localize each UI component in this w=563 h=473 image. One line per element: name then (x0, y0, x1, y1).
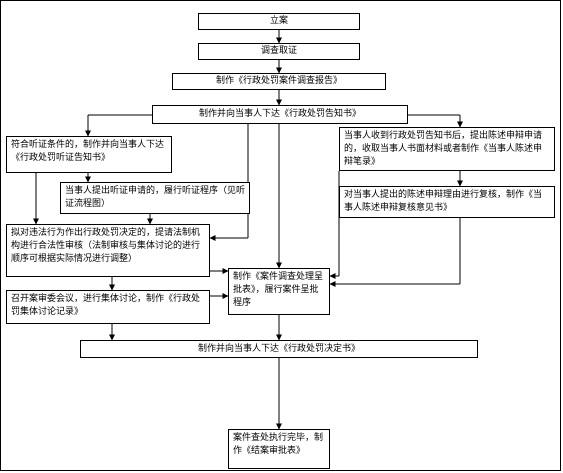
step-investigate: 调查取证 (198, 43, 360, 60)
step-investigation-report: 制作《行政处罚案件调查报告》 (172, 73, 386, 90)
step-statement-defense: 当事人收到行政处罚告知书后，提出陈述申辩申请的，收取当事人书面材料或者制作《当事… (339, 127, 555, 171)
step-collective-discussion: 召开案审委会议，进行集体讨论，制作《行政处罚集体讨论记录》 (6, 290, 210, 324)
step-penalty-decision: 制作并向当事人下达《行政处罚决定书》 (80, 340, 478, 358)
step-review-opinion: 对当事人提出的陈述申辩理由进行复核，制作《当事人陈述申辩复核意见书》 (339, 186, 555, 218)
step-approval-form: 制作《案件调查处理呈批表》，履行案件呈批程序 (228, 268, 330, 315)
step-legal-review: 拟对违法行为作出行政处罚决定的，提请法制机构进行合法性审核（法制审核与集体讨论的… (6, 224, 210, 277)
step-hearing-notice: 符合听证条件的，制作并向当事人下达《行政处罚听证告知书》 (6, 136, 172, 173)
step-hearing-procedure: 当事人提出听证申请的，履行听证程序（见听证流程图） (60, 182, 250, 214)
step-close-case: 案件查处执行完毕，制作《结案审批表》 (228, 429, 330, 469)
step-file-case: 立案 (198, 13, 360, 30)
step-penalty-notice: 制作并向当事人下达《行政处罚告知书》 (152, 105, 408, 124)
